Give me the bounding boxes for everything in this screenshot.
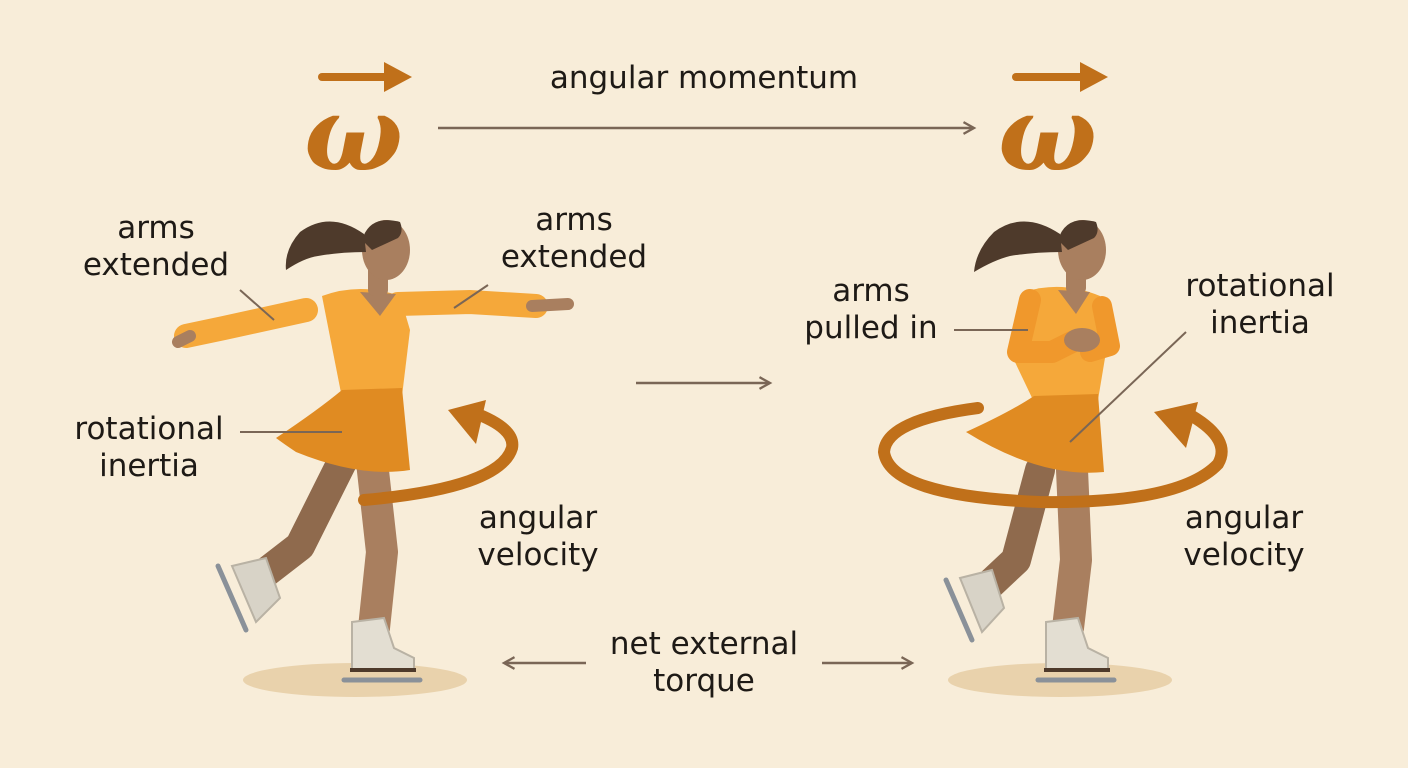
skater-arms-extended — [172, 220, 574, 683]
label-rotational-inertia-left-line2: inertia — [99, 448, 199, 485]
leader-inertia-right — [1069, 331, 1187, 443]
angular-velocity-symbol-right: ω — [998, 72, 1098, 195]
leader-arms-right — [453, 284, 489, 309]
label-net-external-torque-line2: torque — [653, 663, 755, 700]
label-angular-velocity-left-line2: velocity — [477, 537, 599, 574]
skate-back-right — [943, 568, 1006, 643]
angular-velocity-symbol-left: ω — [304, 72, 404, 195]
label-angular-velocity-left: angular velocity — [454, 500, 622, 574]
label-arms-extended-right-line2: extended — [500, 239, 648, 276]
label-angular-velocity-right-line1: angular — [1184, 500, 1304, 536]
label-rotational-inertia-right-line2: inertia — [1210, 305, 1310, 342]
label-arms-extended-right-line1: arms — [535, 202, 613, 238]
label-arms-pulled-in-line2: pulled in — [804, 310, 938, 347]
label-arms-pulled-in-line1: arms — [832, 273, 910, 309]
vector-arrow-left — [318, 62, 412, 92]
label-arms-pulled-in: arms pulled in — [788, 273, 954, 347]
label-arms-extended-left-line2: extended — [82, 247, 230, 284]
skate-front-right — [1035, 616, 1117, 683]
skater-arms-pulled-in — [943, 220, 1120, 683]
label-rotational-inertia-left: rotational inertia — [60, 411, 238, 485]
skate-front-left — [341, 616, 423, 683]
label-rotational-inertia-right: rotational inertia — [1170, 268, 1350, 342]
label-angular-velocity-right-line2: velocity — [1183, 537, 1305, 574]
label-arms-extended-left-line1: arms — [117, 210, 195, 246]
label-arms-extended-right: arms extended — [486, 202, 662, 276]
vector-arrow-right — [1012, 62, 1108, 92]
skate-back-left — [215, 556, 282, 633]
rotation-arrow-right — [877, 402, 1228, 509]
label-rotational-inertia-right-line1: rotational — [1185, 268, 1335, 304]
label-angular-momentum: angular momentum — [549, 60, 859, 96]
rotation-arrow-left — [358, 400, 519, 506]
label-angular-velocity-left-line1: angular — [478, 500, 598, 536]
label-arms-extended-left: arms extended — [68, 210, 244, 284]
label-rotational-inertia-left-line1: rotational — [74, 411, 224, 447]
label-net-external-torque: net external torque — [586, 626, 822, 700]
leader-arms-left — [239, 289, 275, 321]
label-net-external-torque-line1: net external — [609, 626, 799, 662]
label-angular-velocity-right: angular velocity — [1160, 500, 1328, 574]
